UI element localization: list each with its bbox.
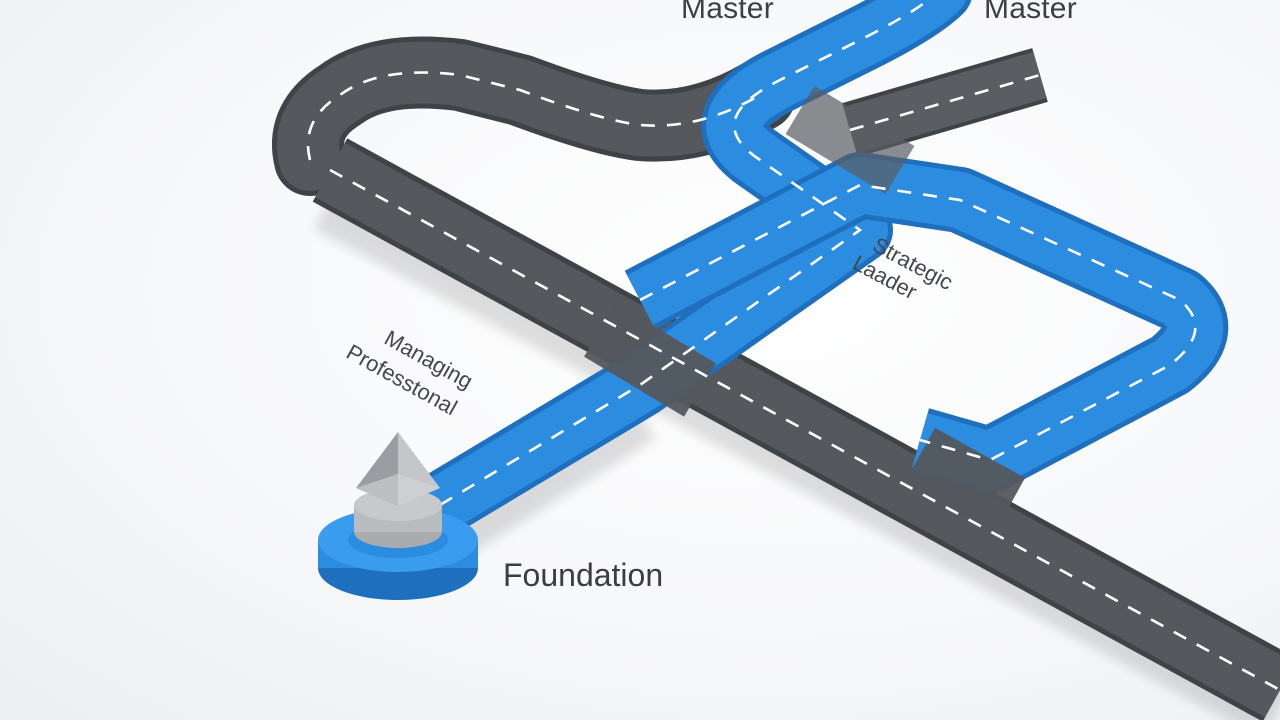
lane-markings (306, 0, 1280, 692)
location-marker-icon (356, 432, 440, 506)
gray-intersections (584, 85, 1026, 533)
master-label-right: Master (984, 0, 1077, 25)
foundation-label: Foundation (503, 557, 664, 593)
master-label-left: Master (681, 0, 774, 25)
foundation-pedestal (318, 489, 478, 600)
